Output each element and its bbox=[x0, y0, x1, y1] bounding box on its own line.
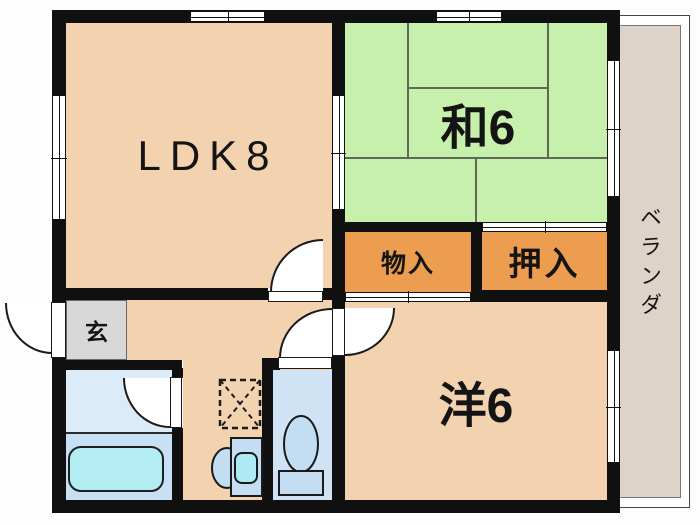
ldk-room bbox=[66, 23, 332, 288]
bath-washroom-divider bbox=[66, 432, 172, 434]
japanese-room-label-text: 和6 bbox=[440, 101, 516, 155]
wall-divider bbox=[332, 210, 345, 308]
wall-divider bbox=[332, 356, 345, 500]
wall-washroom-top bbox=[62, 360, 182, 370]
room-partition-sliding-door bbox=[331, 95, 346, 210]
wall-left bbox=[52, 10, 66, 95]
window bbox=[606, 60, 621, 197]
storage-label-text: 物入 bbox=[380, 250, 435, 278]
toilet-door bbox=[278, 357, 332, 369]
entrance-label: 玄 bbox=[66, 300, 127, 360]
closet-label-text: 押入 bbox=[508, 245, 581, 282]
washing-machine-space bbox=[218, 378, 262, 430]
wall-right bbox=[607, 197, 620, 350]
window bbox=[190, 10, 265, 23]
closet-sliding-door bbox=[482, 221, 607, 233]
wall-closet-top bbox=[332, 222, 482, 232]
japanese-room bbox=[345, 23, 607, 222]
wall-right bbox=[607, 463, 620, 513]
wall-closet-divider bbox=[471, 232, 482, 302]
entrance-label-text: 玄 bbox=[85, 319, 108, 345]
wall-left bbox=[52, 220, 66, 303]
storage-label: 物入 bbox=[345, 232, 471, 292]
washbasin bbox=[211, 437, 263, 497]
wall-toilet-top bbox=[271, 358, 280, 370]
futon-closet bbox=[482, 232, 607, 290]
wall-right bbox=[607, 10, 620, 60]
western-room-label: 洋6 bbox=[345, 302, 607, 500]
japanese-room-label: 和6 bbox=[407, 87, 549, 158]
bathtub bbox=[68, 446, 164, 492]
ldk-label-text: LDK8 bbox=[137, 131, 279, 179]
toilet bbox=[278, 415, 324, 496]
entrance-area bbox=[66, 300, 127, 360]
wall-toilet-left bbox=[262, 358, 273, 500]
storage-closet bbox=[345, 232, 471, 292]
hallway bbox=[183, 360, 332, 370]
veranda-label-text: ベランダ bbox=[637, 204, 662, 323]
closet-label: 押入 bbox=[482, 232, 607, 290]
western-room-door bbox=[332, 308, 345, 356]
ldk-door bbox=[268, 291, 323, 302]
wall-ldk-bottom bbox=[323, 288, 332, 300]
washroom-door bbox=[170, 377, 182, 428]
wall-left bbox=[52, 357, 66, 513]
western-room bbox=[345, 302, 607, 500]
tatami-line bbox=[407, 87, 549, 89]
wall-bottom bbox=[52, 500, 620, 513]
entrance-door bbox=[51, 302, 66, 358]
wall-closet-bottom bbox=[482, 290, 607, 302]
veranda-label: ベランダ bbox=[634, 195, 664, 332]
tatami-line bbox=[475, 157, 477, 222]
wall-washroom-right bbox=[172, 428, 183, 500]
tatami-line bbox=[547, 23, 549, 158]
window bbox=[436, 10, 502, 23]
window bbox=[51, 95, 67, 220]
storage-sliding-door bbox=[345, 291, 471, 303]
wall-washroom-right bbox=[172, 368, 183, 378]
western-room-label-text: 洋6 bbox=[438, 380, 514, 433]
wall-divider bbox=[332, 10, 345, 95]
ldk-label: LDK8 bbox=[66, 23, 341, 288]
wall-ldk-bottom bbox=[62, 288, 268, 300]
window bbox=[606, 350, 621, 463]
tatami-line bbox=[407, 23, 409, 158]
entrance-door-swing bbox=[5, 303, 52, 354]
